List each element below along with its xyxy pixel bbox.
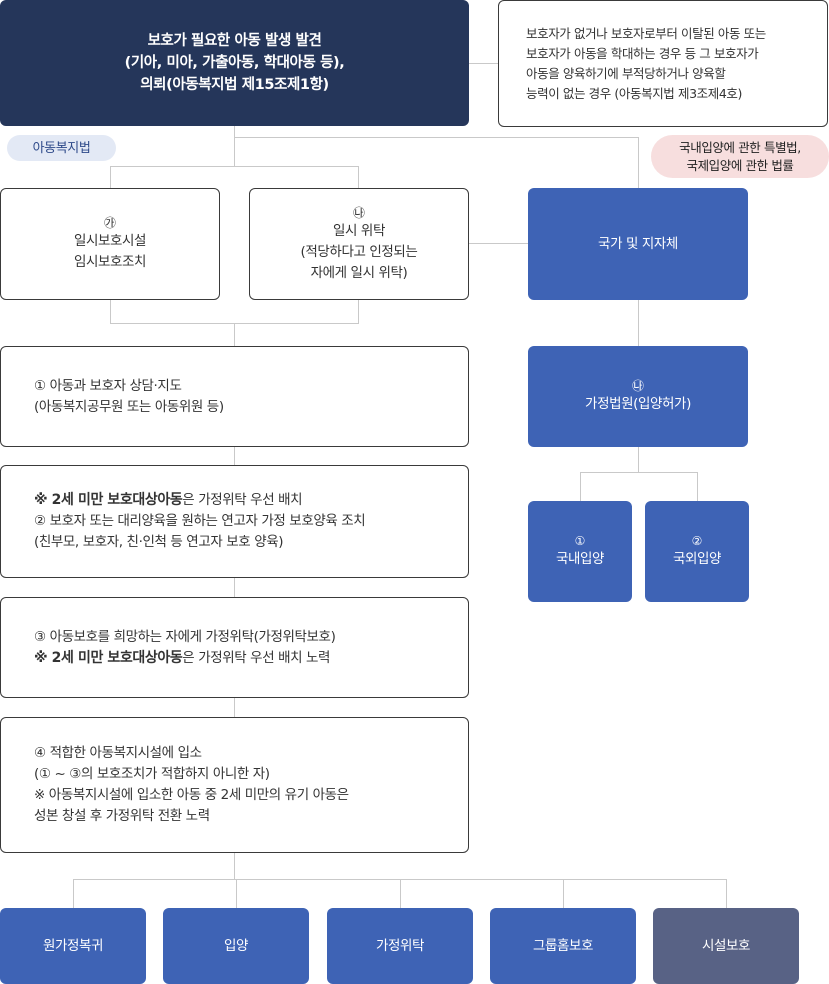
connector-state-court [638,299,639,346]
connector-step4-down [234,853,235,879]
child-welfare-act-label: 아동복지법 [32,140,91,156]
step1-line-1: ① 아동과 보호자 상담·지도 [34,377,182,394]
family-court-mark: ㉯ [631,379,644,393]
domestic-adoption-label: 국내입양 [555,551,605,567]
temp-placement-mark: ㉯ [352,205,365,220]
step4-line-3: ※ 아동복지시설에 입소한 아동 중 2세 미만의 유기 아동은 [34,787,349,803]
step1-box: ① 아동과 보호자 상담·지도 (아동복지공무원 또는 아동위원 등) [0,346,469,447]
connector-branch-horizontal [110,166,359,167]
intl-adoption-label: 국외입양 [672,551,722,567]
temp-placement-line-1: 일시 위탁 [333,222,385,239]
outcome-foster-care-label: 가정위탁 [375,937,425,954]
step2-line-1: ※ 2세 미만 보호대상아동은 가정위탁 우선 배치 [34,490,303,511]
connector-adoption-left-down [580,472,581,501]
outcome-facility-care: 시설보호 [653,908,799,984]
step4-line-1: ④ 적합한 아동복지시설에 입소 [34,745,202,761]
intl-adoption-mark: ② [691,534,703,548]
step3-line-1: ③ 아동보호를 희망하는 자에게 가정위탁(가정위탁보호) [34,628,336,645]
connector-outcome-3 [400,879,401,908]
step3-priority-bold: ※ 2세 미만 보호대상아동 [34,649,183,666]
state-local-box: 국가 및 지자체 [528,188,748,300]
step3-priority-rest: 은 가정위탁 우선 배치 노력 [182,649,331,666]
step1-line-2: (아동복지공무원 또는 아동위원 등) [34,398,224,415]
connector-step3-step4 [234,698,235,717]
connector-branch-left-down [110,166,111,188]
adoption-act-tag: 국내입양에 관한 특별법, 국제입양에 관한 법률 [651,135,829,178]
connector-top-down [234,126,235,166]
step4-line-4: 성본 창설 후 가정위탁 전환 노력 [34,808,210,824]
outcome-group-home: 그룹홈보호 [490,908,636,984]
connector-top-to-state [234,137,638,138]
definition-line-2: 보호자가 아동을 학대하는 경우 등 그 보호자가 [526,45,759,61]
state-local-label: 국가 및 지자체 [598,235,678,252]
step2-box: ※ 2세 미만 보호대상아동은 가정위탁 우선 배치 ② 보호자 또는 대리양육… [0,465,469,578]
child-discovery-line-2: (기아, 미아, 가출아동, 학대아동 등), [124,55,345,71]
child-discovery-box: 보호가 필요한 아동 발생 발견 (기아, 미아, 가출아동, 학대아동 등),… [0,0,469,126]
temp-protection-mark: ㉮ [103,216,116,230]
domestic-adoption-box: ① 국내입양 [528,501,632,602]
child-welfare-act-tag: 아동복지법 [7,135,116,161]
connector-merge-left-up [110,299,111,323]
connector-state-down [638,137,639,188]
connector-outcome-5 [726,879,727,908]
outcome-adoption: 입양 [163,908,309,984]
family-court-label: 가정법원(입양허가) [585,396,691,412]
connector-adoption-horizontal [580,472,697,473]
step2-line-3: (친부모, 보호자, 친·인척 등 연고자 보호 양육) [34,534,284,550]
connector-outcomes-horizontal [73,879,726,880]
temp-protection-line-2: 임시보호조치 [73,254,147,270]
step4-box: ④ 적합한 아동복지시설에 입소 (① ~ ③의 보호조치가 적합하지 아니한 … [0,717,469,853]
outcome-facility-care-label: 시설보호 [701,937,751,954]
step4-line-2: (① ~ ③의 보호조치가 적합하지 아니한 자) [34,766,270,782]
domestic-adoption-mark: ① [574,534,586,548]
connector-top-to-definition [469,63,498,64]
step2-priority-rest: 은 가정위탁 우선 배치 [182,492,303,508]
outcome-foster-care: 가정위탁 [327,908,473,984]
step2-priority-bold: ※ 2세 미만 보호대상아동 [34,492,183,508]
adoption-act-line-2: 국제입양에 관한 법률 [686,157,794,173]
family-court-box: ㉯ 가정법원(입양허가) [528,346,748,447]
step3-line-2: ※ 2세 미만 보호대상아동은 가정위탁 우선 배치 노력 [34,648,330,669]
connector-adoption-right-down [697,472,698,501]
temp-placement-line-3: 자에게 일시 위탁) [310,264,408,281]
outcome-return-home-label: 원가정복귀 [42,937,104,954]
temp-placement-line-2: (적당하다고 인정되는 [300,243,418,260]
connector-outcome-4 [563,879,564,908]
temp-protection-box: ㉮ 일시보호시설 임시보호조치 [0,188,220,300]
definition-line-3: 아동을 양육하기에 부적당하거나 양육할 [526,65,726,81]
connector-merge-down [234,323,235,347]
child-discovery-line-3: 의뢰(아동복지법 제15조제1항) [140,77,329,93]
step3-box: ③ 아동보호를 희망하는 자에게 가정위탁(가정위탁보호) ※ 2세 미만 보호… [0,597,469,698]
definition-box: 보호자가 없거나 보호자로부터 이탈된 아동 또는 보호자가 아동을 학대하는 … [498,0,828,127]
definition-line-1: 보호자가 없거나 보호자로부터 이탈된 아동 또는 [526,25,766,41]
outcome-return-home: 원가정복귀 [0,908,146,984]
connector-outcome-2 [236,879,237,908]
connector-placement-to-state [468,243,528,244]
adoption-act-line-1: 국내입양에 관한 특별법, [679,139,801,155]
child-discovery-line-1: 보호가 필요한 아동 발생 발견 [147,33,322,49]
connector-step1-step2 [234,447,235,465]
outcome-group-home-label: 그룹홈보호 [532,937,594,954]
connector-outcome-1 [73,879,74,908]
connector-branch-right-down [358,166,359,188]
temp-placement-box: ㉯ 일시 위탁 (적당하다고 인정되는 자에게 일시 위탁) [249,188,469,300]
step2-line-2: ② 보호자 또는 대리양육을 원하는 연고자 가정 보호양육 조치 [34,513,366,529]
connector-step2-step3 [234,578,235,597]
connector-merge-right-up [358,299,359,323]
temp-protection-line-1: 일시보호시설 [73,233,147,249]
definition-line-4: 능력이 없는 경우 (아동복지법 제3조제4호) [526,85,742,101]
intl-adoption-box: ② 국외입양 [645,501,749,602]
connector-court-down [638,446,639,472]
outcome-adoption-label: 입양 [223,937,249,954]
